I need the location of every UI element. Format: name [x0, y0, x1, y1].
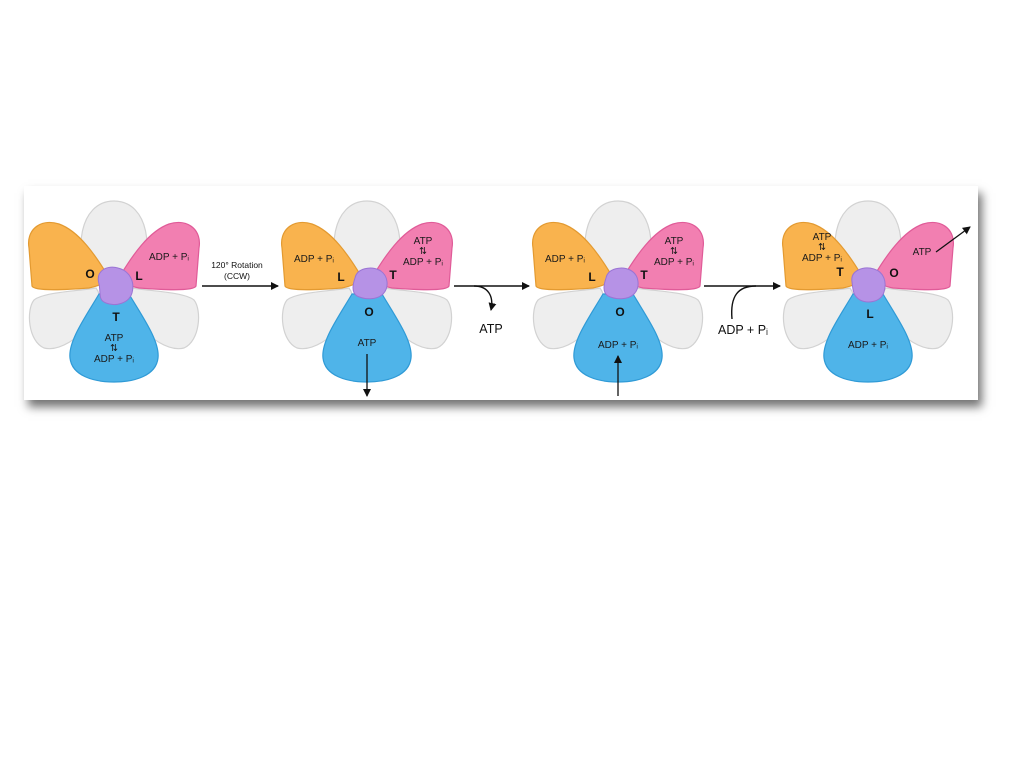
release-branch-arrow — [474, 286, 492, 310]
binding-transition: ADP + Pᵢ — [704, 286, 780, 337]
rotation-transition: 120° Rotation (CCW) — [202, 260, 278, 286]
atp-release-transition: ATP — [454, 286, 529, 336]
release-label: ATP — [479, 322, 502, 336]
state-right: L — [135, 269, 142, 283]
binding-label: ADP + Pᵢ — [718, 323, 768, 337]
left-text-2: ADP + Pᵢ — [802, 253, 842, 264]
right-text-2: ADP + Pᵢ — [403, 257, 443, 268]
stage-4: T O L ATP ⇅ ADP + Pᵢ ATP ADP + Pᵢ — [783, 201, 970, 382]
rotation-label-line1: 120° Rotation — [211, 260, 263, 270]
state-bottom: L — [866, 307, 873, 321]
bottom-text-0: ADP + Pᵢ — [848, 340, 888, 351]
bottom-text-2: ADP + Pᵢ — [94, 354, 134, 365]
right-text-1: ⇅ — [419, 246, 427, 257]
right-text-0: ADP + Pᵢ — [149, 252, 189, 263]
state-bottom: T — [112, 310, 120, 324]
state-right: T — [389, 268, 397, 282]
gamma-subunit — [353, 268, 387, 299]
bottom-text-0: ADP + Pᵢ — [598, 340, 638, 351]
gamma-subunit — [98, 267, 133, 304]
state-left: L — [337, 270, 344, 284]
state-left: L — [588, 270, 595, 284]
binding-branch-arrow — [732, 286, 756, 319]
state-bottom: O — [364, 305, 373, 319]
stage-1: O L T ADP + Pᵢ ATP ⇅ ADP + Pᵢ — [29, 201, 200, 382]
state-bottom: O — [615, 305, 624, 319]
state-left: T — [836, 265, 844, 279]
right-text-1: ⇅ — [670, 246, 678, 257]
left-text-0: ADP + Pᵢ — [545, 254, 585, 265]
state-left: O — [85, 267, 94, 281]
stage-2: L T O ADP + Pᵢ ATP ⇅ ADP + Pᵢ ATP — [282, 201, 453, 396]
state-right: T — [640, 268, 648, 282]
left-text-0: ADP + Pᵢ — [294, 254, 334, 265]
stage-3: L T O ADP + Pᵢ ATP ⇅ ADP + Pᵢ ADP + Pᵢ — [533, 201, 704, 396]
atp-synthase-binding-change-diagram: O L T ADP + Pᵢ ATP ⇅ ADP + Pᵢ L T O ADP … — [24, 186, 984, 410]
right-text-0: ATP — [913, 247, 932, 258]
gamma-subunit — [852, 268, 885, 302]
right-text-2: ADP + Pᵢ — [654, 257, 694, 268]
left-text-1: ⇅ — [818, 242, 826, 253]
gamma-subunit — [604, 268, 638, 299]
bottom-text-0: ATP — [358, 338, 377, 349]
bottom-text-1: ⇅ — [110, 343, 118, 354]
state-right: O — [889, 266, 898, 280]
rotation-label-line2: (CCW) — [224, 271, 250, 281]
